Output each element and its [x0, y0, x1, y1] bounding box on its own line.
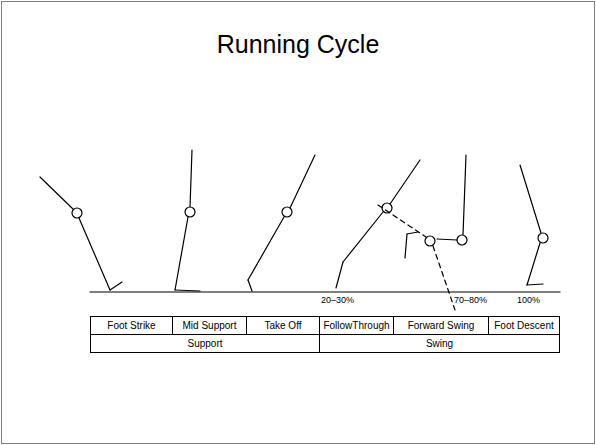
group-cell: Swing [319, 334, 560, 353]
phase-label: Take Off [264, 321, 301, 331]
percent-label: 100% [516, 296, 541, 305]
phase-label: Support [187, 339, 222, 349]
phase-label: Forward Swing [408, 321, 475, 331]
leg-figure [378, 155, 467, 310]
phase-label: Swing [426, 339, 453, 349]
phase-label: Foot Strike [107, 321, 155, 331]
group-cell: Support [90, 334, 320, 353]
slide-title: Running Cycle [0, 30, 596, 59]
percent-label: 20–30% [320, 296, 355, 305]
leg-figure [175, 150, 200, 291]
phase-cell: FollowThrough [319, 316, 394, 335]
leg-figure [336, 160, 420, 288]
leg-figure [520, 165, 548, 285]
phase-label: Mid Support [183, 321, 237, 331]
leg-figure [40, 177, 122, 290]
phase-label: FollowThrough [323, 321, 389, 331]
phase-cell: Forward Swing [393, 316, 489, 335]
phase-cell: Foot Strike [90, 316, 173, 335]
phase-cell: Take Off [246, 316, 320, 335]
phase-label: Foot Descent [494, 321, 553, 331]
phase-cell: Foot Descent [488, 316, 560, 335]
leg-figure [248, 155, 315, 291]
phase-cell: Mid Support [172, 316, 247, 335]
ground-line [90, 291, 560, 292]
percent-label: 70–80% [453, 296, 488, 305]
